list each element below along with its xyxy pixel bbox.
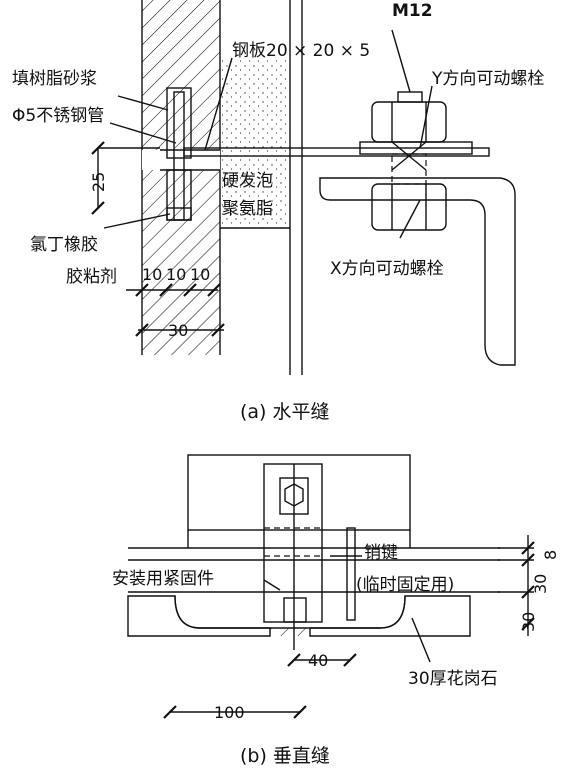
diagram-b: 销键 (临时固定用) 安装用紧固件 30厚花岗石 8 30 30 40 100 … [112,454,560,767]
bolt-nut-bottom [371,183,447,231]
dim-100-label: 100 [214,703,245,722]
fastener-label: 安装用紧固件 [112,569,214,589]
diagram-a: M12 钢板20 × 20 × 5 填树脂砂浆 Φ5不锈钢管 Y方向可动螺栓 硬… [12,0,544,423]
dim-30-top-label: 30 [531,574,550,594]
pin-key-label: 销键 [364,543,398,563]
dim-10-a: 10 [142,265,162,284]
granite-slab-right [309,595,471,637]
mortar-pocket [166,87,192,159]
foam-label-2: 聚氨脂 [222,199,273,219]
dim-25-label: 25 [89,172,108,192]
dim-8-label: 8 [541,550,560,560]
y-bolt-label: Y方向可动螺栓 [431,69,544,89]
angle-bracket [319,177,516,366]
wall-upper-hatch [142,0,220,150]
rubber-label: 氯丁橡胶 [30,235,98,255]
caption-b: (b) 垂直缝 [240,745,330,767]
fastener-base-hatch [283,597,307,623]
steel-plate-label: 钢板20 × 20 × 5 [232,41,370,61]
dim-10-c: 10 [190,265,210,284]
frame-outline [187,454,411,531]
foam-label-1: 硬发泡 [222,171,273,191]
pin-key-note: (临时固定用) [356,575,454,595]
stainless-tube-label: Φ5不锈钢管 [12,106,104,126]
caption-a: (a) 水平缝 [240,401,330,423]
dim-30-bottom-label: 30 [519,612,538,632]
granite-slab-left [127,595,271,637]
granite-joint-fill [270,628,310,636]
dim-40-label: 40 [308,651,328,670]
wall-lower-hatch [142,170,220,355]
steel-plate [183,147,490,157]
bolt-shank [391,153,427,185]
dim-30-label: 30 [168,321,188,340]
adhesive-label: 胶粘剂 [66,267,117,287]
bolt-cap [397,91,423,103]
bolt-nut-top [371,101,447,143]
horizontal-joint-gap [142,150,220,170]
pin-key [346,527,356,621]
foam-insulation [220,60,290,228]
resin-mortar-label: 填树脂砂浆 [12,69,97,89]
bolt-size-label: M12 [392,1,433,21]
granite-label: 30厚花岗石 [408,669,498,689]
dim-10-b: 10 [166,265,186,284]
x-bolt-label: X方向可动螺栓 [330,259,444,279]
